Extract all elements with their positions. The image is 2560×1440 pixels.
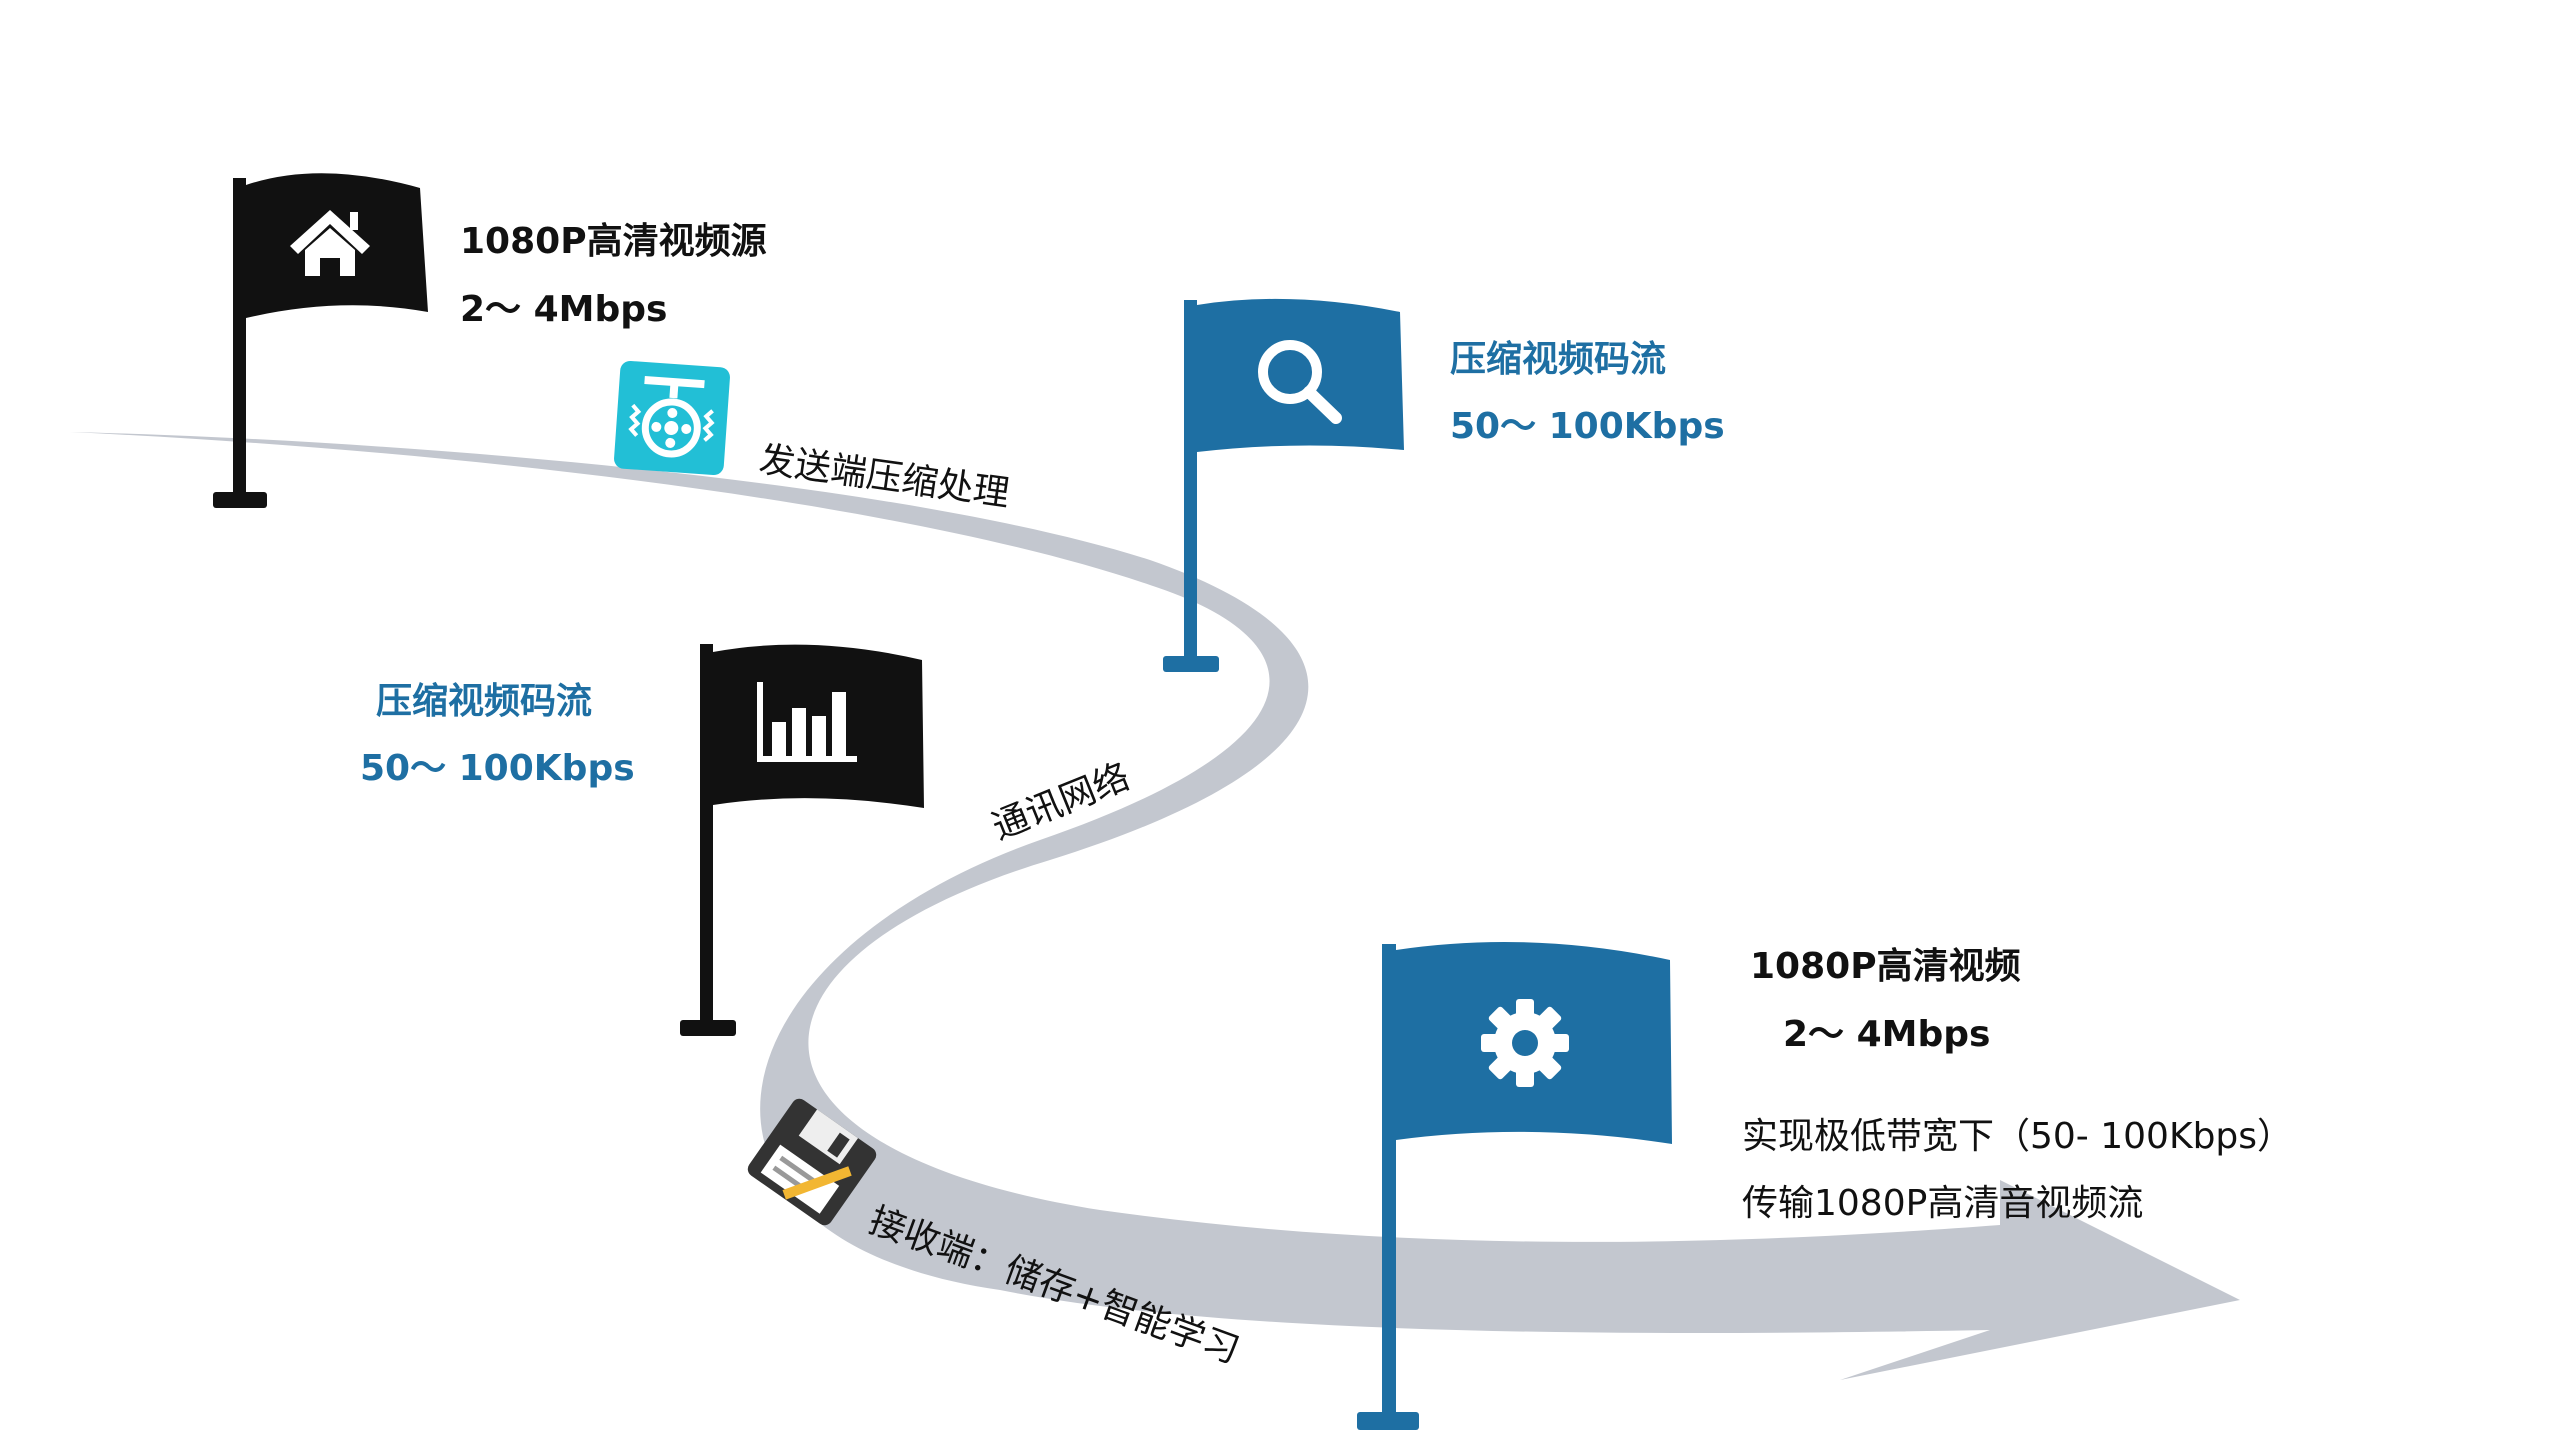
flag-2-cloth [1197, 298, 1404, 452]
home-icon [290, 210, 370, 276]
flag-4-pole [1382, 944, 1396, 1426]
road-path [70, 432, 2240, 1380]
film-compress-icon [614, 360, 730, 476]
flag-3 [680, 644, 924, 1036]
milestone-4-rate: 2～ 4Mbps [1783, 1014, 1991, 1055]
gear-icon [1481, 999, 1569, 1087]
flag-2-base [1163, 656, 1219, 672]
milestone-1-title: 1080P高清视频源 [460, 221, 767, 262]
summary-line-2: 传输1080P高清音视频流 [1742, 1183, 2144, 1224]
flag-1 [213, 173, 428, 508]
flag-4-base [1357, 1412, 1419, 1430]
flag-1-pole [233, 178, 246, 496]
flag-3-pole [700, 644, 713, 1024]
milestone-2-title: 压缩视频码流 [1450, 339, 1667, 380]
milestone-4-title: 1080P高清视频 [1750, 946, 2021, 987]
bar-chart-icon [757, 682, 857, 762]
milestone-3-title: 压缩视频码流 [376, 681, 593, 722]
milestone-3-rate: 50～ 100Kbps [360, 748, 635, 789]
flag-3-base [680, 1020, 736, 1036]
milestone-2-rate: 50～ 100Kbps [1450, 406, 1725, 447]
summary-line-1: 实现极低带宽下（50- 100Kbps） [1742, 1116, 2294, 1157]
flag-2-pole [1184, 300, 1197, 660]
flag-1-base [213, 492, 267, 508]
flag-4 [1357, 942, 1672, 1430]
flag-2 [1163, 298, 1404, 672]
search-icon [1258, 340, 1342, 424]
milestone-1-rate: 2～ 4Mbps [460, 289, 668, 330]
floppy-disk-icon [747, 1098, 877, 1226]
